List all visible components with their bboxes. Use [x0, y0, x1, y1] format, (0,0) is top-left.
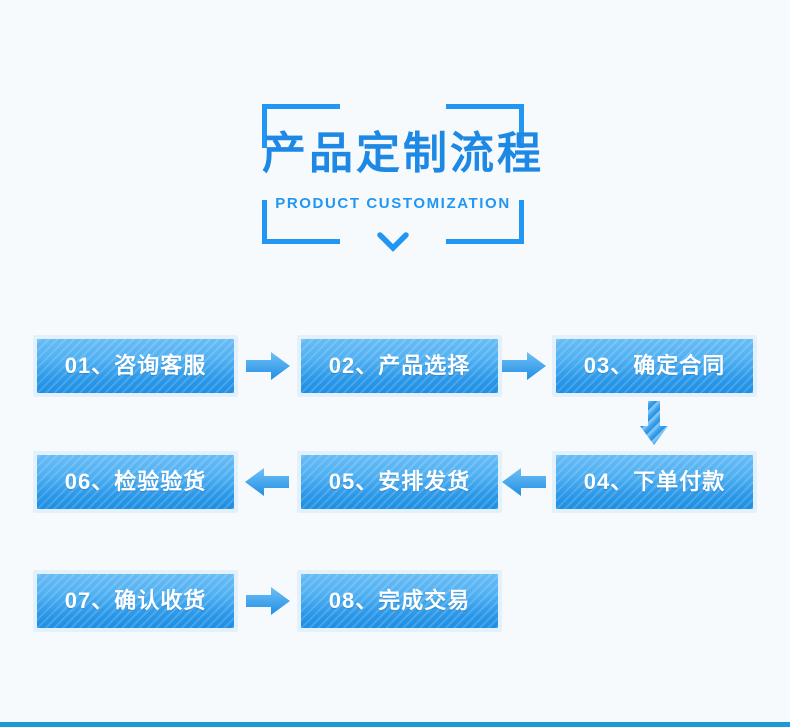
frame-corner-bottom-right: [446, 200, 524, 244]
flow-step-08-label: 08、完成交易: [328, 588, 471, 613]
flow-step-03-label: 03、确定合同: [583, 353, 726, 378]
flow-step-04-body: 04、下单付款: [556, 455, 753, 509]
flow-step-08-body: 08、完成交易: [301, 574, 498, 628]
header-section: 产品定制流程 PRODUCT CUSTOMIZATION: [0, 0, 790, 300]
flow-step-03-body: 03、确定合同: [556, 339, 753, 393]
frame-corner-top-right: [446, 104, 524, 148]
flow-step-01[interactable]: 01、咨询客服: [33, 335, 238, 397]
flow-step-08[interactable]: 08、完成交易: [297, 570, 502, 632]
flow-step-04-label: 04、下单付款: [583, 469, 726, 494]
chevron-down-icon: [376, 230, 410, 254]
flow-step-07-body: 07、确认收货: [37, 574, 234, 628]
flow-step-01-label: 01、咨询客服: [64, 353, 207, 378]
arrow-right-icon: [500, 349, 548, 383]
flow-step-05-label: 05、安排发货: [328, 469, 471, 494]
frame-corner-top-left: [262, 104, 340, 148]
flow-step-05[interactable]: 05、安排发货: [297, 451, 502, 513]
flow-step-06[interactable]: 06、检验验货: [33, 451, 238, 513]
flow-step-03[interactable]: 03、确定合同: [552, 335, 757, 397]
flow-step-07-label: 07、确认收货: [64, 588, 207, 613]
flow-step-02[interactable]: 02、产品选择: [297, 335, 502, 397]
page-title: 产品定制流程: [262, 129, 544, 178]
flow-step-02-body: 02、产品选择: [301, 339, 498, 393]
arrow-left-icon: [243, 465, 291, 499]
flow-step-01-body: 01、咨询客服: [37, 339, 234, 393]
arrow-right-icon: [244, 349, 292, 383]
flow-step-05-body: 05、安排发货: [301, 455, 498, 509]
frame-corner-bottom-left: [262, 200, 340, 244]
title-frame: 产品定制流程 PRODUCT CUSTOMIZATION: [262, 104, 544, 252]
flow-step-02-label: 02、产品选择: [328, 353, 471, 378]
flow-step-06-label: 06、检验验货: [64, 469, 207, 494]
flow-step-07[interactable]: 07、确认收货: [33, 570, 238, 632]
flow-step-04[interactable]: 04、下单付款: [552, 451, 757, 513]
arrow-left-icon: [500, 465, 548, 499]
flow-step-06-body: 06、检验验货: [37, 455, 234, 509]
arrow-down-icon: [637, 399, 671, 447]
page-subtitle: PRODUCT CUSTOMIZATION: [275, 195, 511, 212]
arrow-right-icon: [244, 584, 292, 618]
bottom-accent-bar: [0, 722, 790, 727]
